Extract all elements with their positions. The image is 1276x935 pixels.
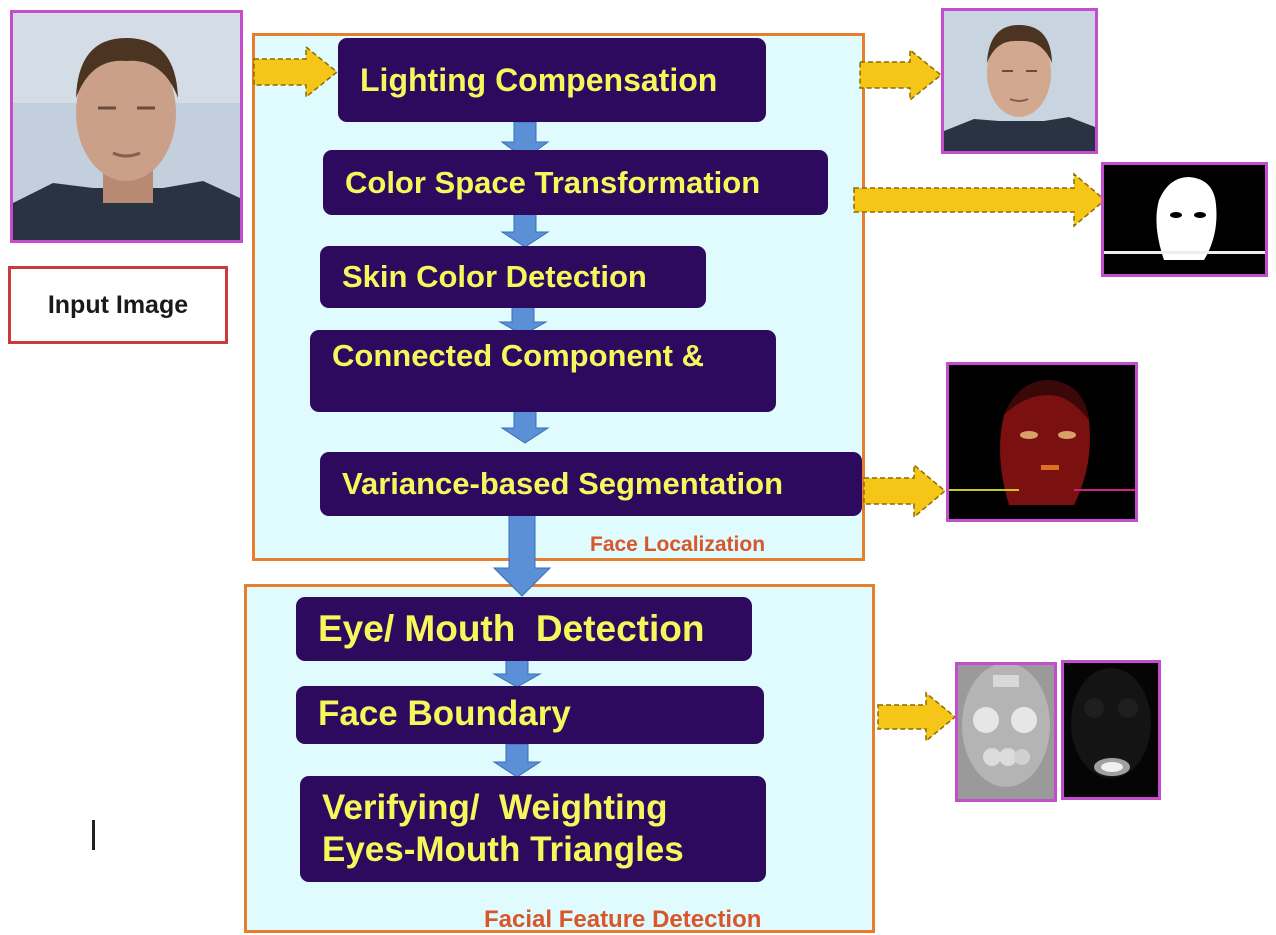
eye-mouth-detection-label: Eye/ Mouth Detection [318, 608, 705, 649]
input-image-label: Input Image [8, 266, 228, 344]
facial-feature-detection-label: Facial Feature Detection [484, 906, 762, 933]
down-arrow-icon [500, 214, 550, 248]
down-arrow-icon [492, 514, 552, 597]
verifying-weighting-line1: Verifying/ Weighting [322, 788, 668, 827]
eye-map-image [955, 662, 1057, 802]
variance-segmentation-label: Variance-based Segmentation [342, 466, 784, 501]
skin-mask-image [1101, 162, 1268, 277]
input-arrow-icon [253, 45, 339, 99]
mouth-map-image [1061, 660, 1161, 800]
output-arrow-icon [863, 463, 947, 519]
color-space-transformation-step: Color Space Transformation [323, 150, 828, 215]
face-photo-illustration [944, 11, 1095, 151]
mouth-map-illustration [1064, 663, 1158, 797]
down-arrow-icon [492, 658, 542, 688]
color-space-transformation-label: Color Space Transformation [345, 164, 761, 200]
lighting-compensation-label: Lighting Compensation [360, 61, 718, 98]
face-localization-label: Face Localization [590, 533, 766, 556]
down-arrow-icon [498, 306, 548, 336]
skin-color-detection-step: Skin Color Detection [320, 246, 706, 308]
output-arrow-icon [877, 691, 957, 743]
down-arrow-icon [500, 410, 550, 444]
output-arrow-icon [853, 172, 1107, 228]
skin-mask-illustration [1104, 165, 1265, 274]
input-face-photo [10, 10, 243, 243]
face-photo-illustration [13, 13, 240, 240]
output-arrow-icon [859, 48, 943, 102]
connected-component-label: Connected Component & [332, 338, 704, 373]
segmentation-illustration [949, 365, 1135, 519]
lighting-compensated-photo [941, 8, 1098, 154]
variance-segmentation-step: Variance-based Segmentation [320, 452, 862, 516]
down-arrow-icon [492, 744, 542, 778]
lighting-compensation-step: Lighting Compensation [338, 38, 766, 122]
skin-color-detection-label: Skin Color Detection [342, 259, 647, 294]
segmentation-image [946, 362, 1138, 522]
verifying-weighting-line2: Eyes-Mouth Triangles [322, 830, 684, 869]
eye-map-illustration [958, 665, 1054, 799]
text-cursor-mark [92, 820, 95, 850]
eye-mouth-detection-step: Eye/ Mouth Detection [296, 597, 752, 661]
connected-component-step: Connected Component & [310, 330, 776, 412]
verifying-weighting-step: Verifying/ Weighting Eyes-Mouth Triangle… [300, 776, 766, 882]
face-boundary-step: Face Boundary [296, 686, 764, 744]
face-boundary-label: Face Boundary [318, 694, 571, 733]
